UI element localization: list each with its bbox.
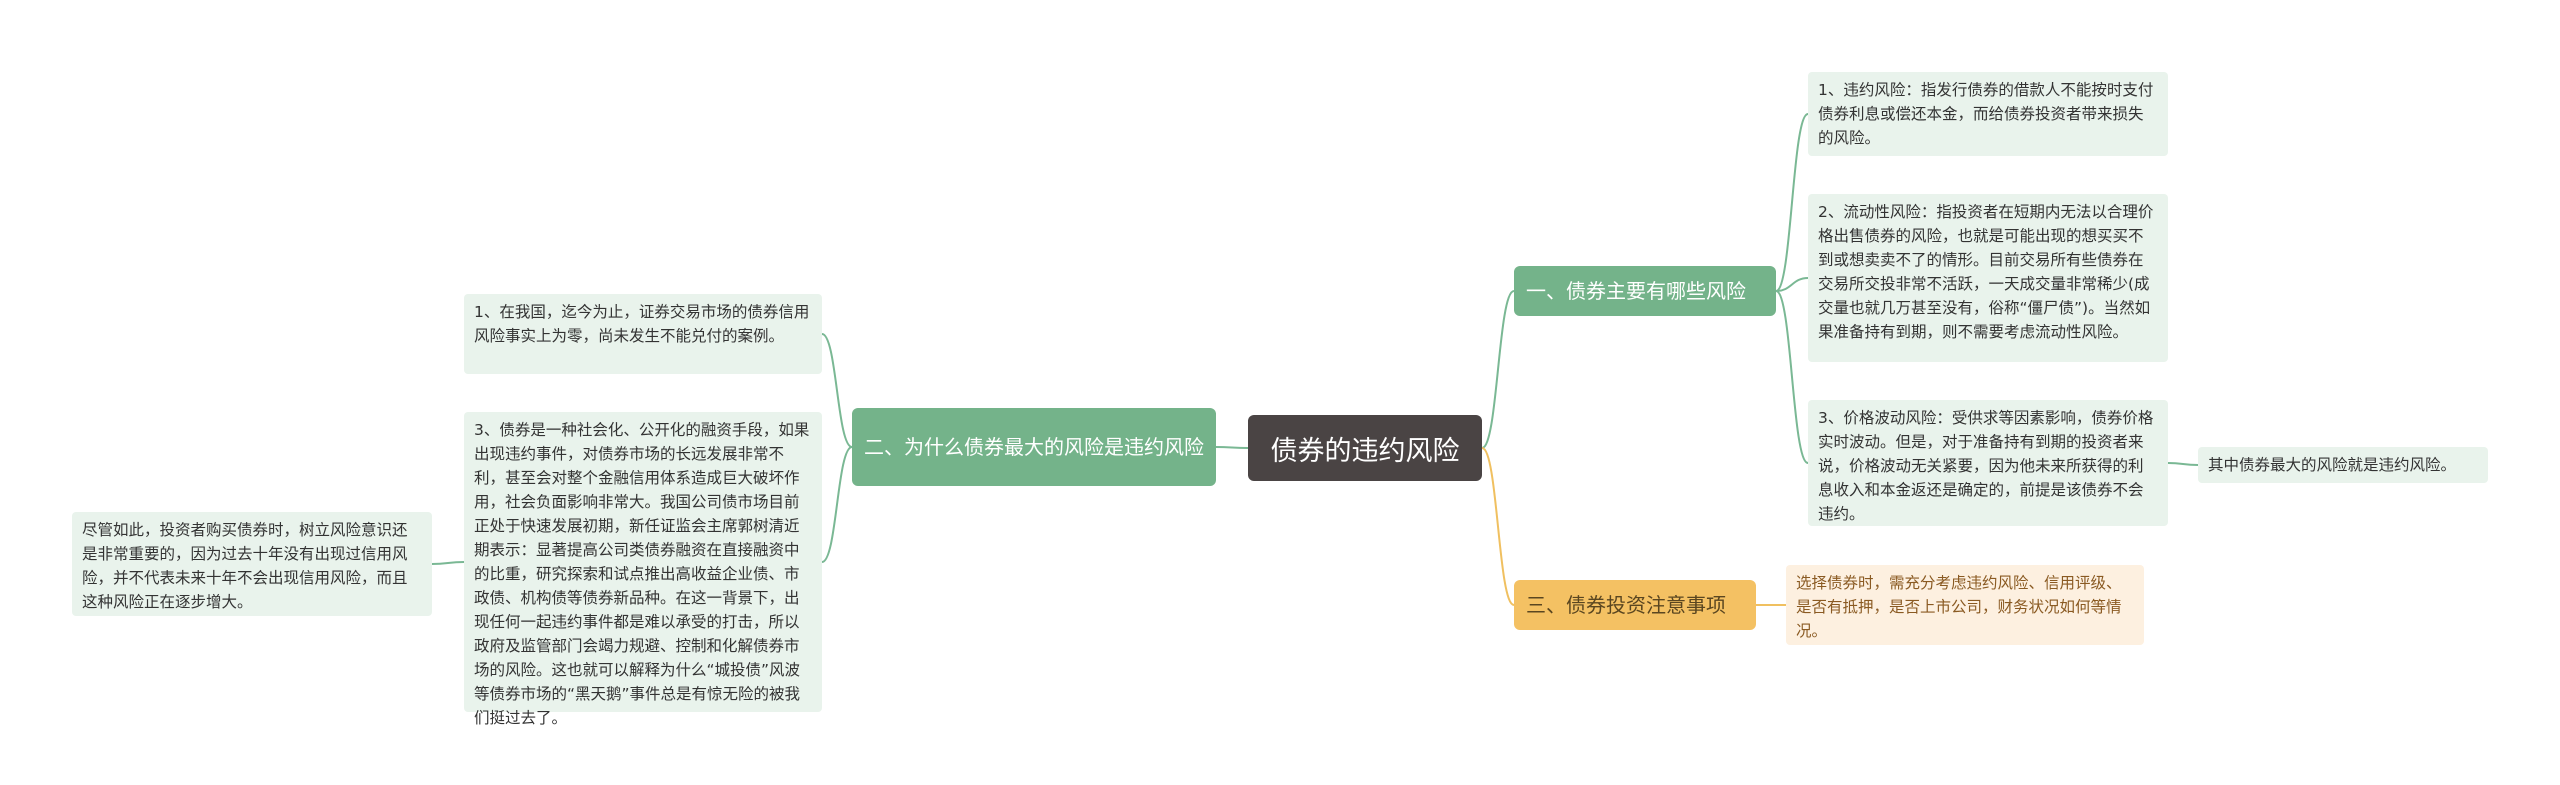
leaf-risk-awareness[interactable]: 尽管如此，投资者购买债券时，树立风险意识还是非常重要的，因为过去十年没有出现过信… <box>72 512 432 616</box>
link-risks-liquidity <box>1775 277 1809 292</box>
branch-why-default-label: 二、为什么债券最大的风险是违约风险 <box>864 435 1204 459</box>
branch-risks-label: 一、债券主要有哪些风险 <box>1526 279 1746 303</box>
link-risks-default <box>1775 113 1809 292</box>
root-node[interactable]: 债券的违约风险 <box>1248 415 1482 481</box>
leaf-price-risk-text: 3、价格波动风险：受供求等因素影响，债券价格实时波动。但是，对于准备持有到期的投… <box>1818 409 2154 523</box>
link-social-awareness <box>431 561 465 565</box>
leaf-default-risk-text: 1、违约风险：指发行债券的借款人不能按时支付债券利息或偿还本金，而给债券投资者带… <box>1818 81 2154 147</box>
link-price-biggest <box>2167 462 2199 466</box>
leaf-social-financing-text: 3、债券是一种社会化、公开化的融资手段，如果出现违约事件，对债券市场的长远发展非… <box>474 421 810 727</box>
branch-notes[interactable]: 三、债券投资注意事项 <box>1514 580 1756 630</box>
leaf-risk-awareness-text: 尽管如此，投资者购买债券时，树立风险意识还是非常重要的，因为过去十年没有出现过信… <box>82 521 408 611</box>
link-root-notes <box>1481 447 1515 606</box>
link-root-why <box>1215 446 1249 449</box>
link-why-record <box>821 333 853 448</box>
leaf-biggest-risk[interactable]: 其中债券最大的风险就是违约风险。 <box>2198 447 2488 483</box>
leaf-investment-notes[interactable]: 选择债券时，需充分考虑违约风险、信用评级、是否有抵押，是否上市公司，财务状况如何… <box>1786 565 2144 645</box>
leaf-social-financing[interactable]: 3、债券是一种社会化、公开化的融资手段，如果出现违约事件，对债券市场的长远发展非… <box>464 412 822 727</box>
leaf-default-risk[interactable]: 1、违约风险：指发行债券的借款人不能按时支付债券利息或偿还本金，而给债券投资者带… <box>1808 72 2168 156</box>
branch-risks[interactable]: 一、债券主要有哪些风险 <box>1514 266 1776 316</box>
leaf-china-record-text: 1、在我国，迄今为止，证券交易市场的债券信用风险事实上为零，尚未发生不能兑付的案… <box>474 303 810 345</box>
leaf-investment-notes-text: 选择债券时，需充分考虑违约风险、信用评级、是否有抵押，是否上市公司，财务状况如何… <box>1796 574 2122 640</box>
link-risks-price <box>1775 290 1809 464</box>
leaf-liquidity-risk[interactable]: 2、流动性风险：指投资者在短期内无法以合理价格出售债券的风险，也就是可能出现的想… <box>1808 194 2168 362</box>
leaf-biggest-risk-text: 其中债券最大的风险就是违约风险。 <box>2208 456 2457 474</box>
leaf-price-risk[interactable]: 3、价格波动风险：受供求等因素影响，债券价格实时波动。但是，对于准备持有到期的投… <box>1808 400 2168 526</box>
leaf-liquidity-risk-text: 2、流动性风险：指投资者在短期内无法以合理价格出售债券的风险，也就是可能出现的想… <box>1818 203 2154 341</box>
link-root-risks <box>1481 290 1515 449</box>
branch-why-default[interactable]: 二、为什么债券最大的风险是违约风险 <box>852 408 1216 486</box>
branch-notes-label: 三、债券投资注意事项 <box>1526 593 1726 617</box>
root-title: 债券的违约风险 <box>1270 435 1460 467</box>
link-why-social <box>821 446 853 563</box>
leaf-china-record[interactable]: 1、在我国，迄今为止，证券交易市场的债券信用风险事实上为零，尚未发生不能兑付的案… <box>464 294 822 374</box>
